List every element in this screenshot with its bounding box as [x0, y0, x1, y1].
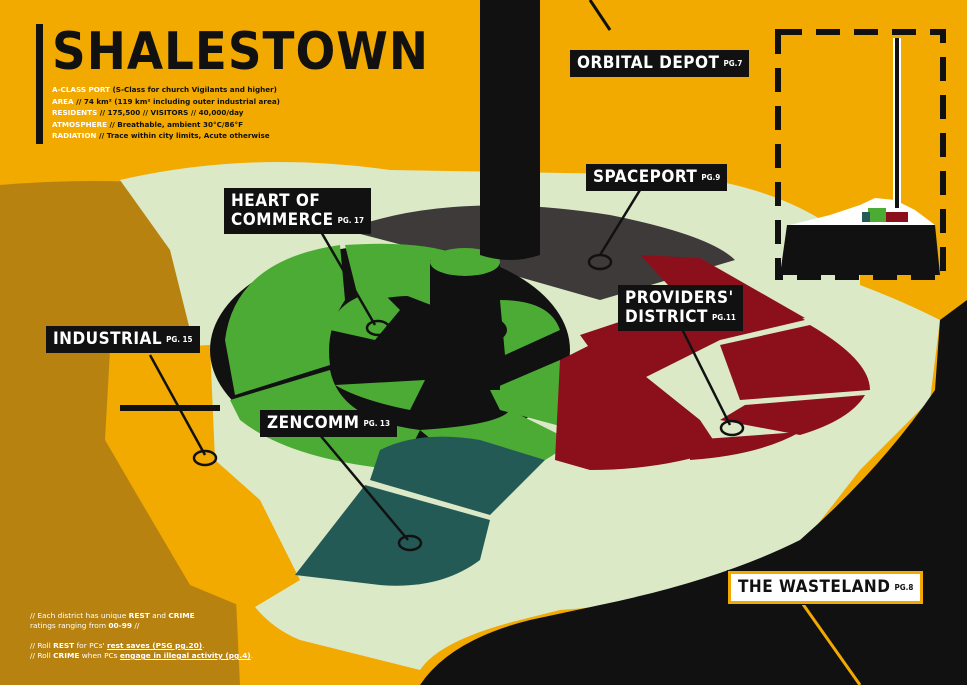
industrial-zone: [105, 345, 300, 610]
inset-green: [868, 208, 886, 222]
tower-body: [430, 260, 500, 390]
leader-line-orbital: [588, 0, 612, 31]
rest-saves-link[interactable]: rest saves (PSG pg.20): [106, 641, 203, 650]
leader-line-industrial: [148, 354, 207, 456]
inset-red: [886, 212, 908, 222]
heart-district-block-5: [490, 360, 576, 430]
note-line: ratings ranging from 00-99 //: [30, 621, 140, 630]
heart-inner-block-4: [335, 380, 425, 410]
providers-block-4: [720, 395, 865, 435]
zencomm-marker: [397, 534, 423, 552]
providers-marker: [719, 419, 745, 437]
inset-elevator: [895, 38, 899, 208]
providers-block-6: [690, 432, 800, 460]
zencomm-block-1: [370, 436, 545, 515]
heart-inner-block-3: [500, 300, 560, 355]
city-stats: A-CLASS PORT (S-Class for church Vigilan…: [52, 84, 280, 142]
title-accent-bar: [36, 24, 43, 144]
spaceport-marker: [587, 253, 613, 271]
stat-row: ATMOSPHERE // Breathable, ambient 30°C/8…: [52, 119, 243, 129]
heart-district-block-1: [225, 245, 345, 395]
providers-block-5: [555, 340, 720, 470]
providers-block-3: [720, 325, 870, 400]
stat-row: A-CLASS PORT (S-Class for church Vigilan…: [52, 85, 277, 94]
bridge-connector: [120, 405, 220, 411]
space-elevator: [480, 0, 540, 260]
stat-row: RESIDENTS // 175,500 // VISITORS // 40,0…: [52, 108, 244, 117]
leader-line-providers: [678, 324, 732, 426]
industrial-marker: [192, 449, 218, 467]
leader-line-heart: [318, 229, 377, 326]
rules-notes: // Each district has unique REST and CRI…: [30, 611, 253, 661]
heart-inner-block-1: [330, 290, 400, 340]
illegal-activity-link[interactable]: engage in illegal activity (pg.4): [119, 651, 251, 660]
leader-line-spaceport: [598, 189, 642, 256]
stat-row: RADIATION // Trace within city limits, A…: [52, 131, 270, 140]
inset-plateau: [780, 225, 940, 275]
note-line: // Roll REST for PCs' rest saves (PSG pg…: [30, 641, 205, 650]
heart-marker: [365, 319, 391, 337]
zencomm-block-2: [295, 485, 490, 586]
leader-line-wasteland: [798, 599, 862, 685]
note-line: // Roll CRIME when PCs engage in illegal…: [30, 651, 254, 660]
inset-frame: [775, 29, 946, 280]
note-line: // Each district has unique REST and CRI…: [30, 611, 195, 620]
stat-row: AREA // 74 km² (119 km² including outer …: [52, 96, 280, 106]
map-title: SHALESTOWN: [52, 22, 429, 82]
inset-teal: [862, 212, 870, 222]
leader-line-zencomm: [319, 434, 409, 541]
